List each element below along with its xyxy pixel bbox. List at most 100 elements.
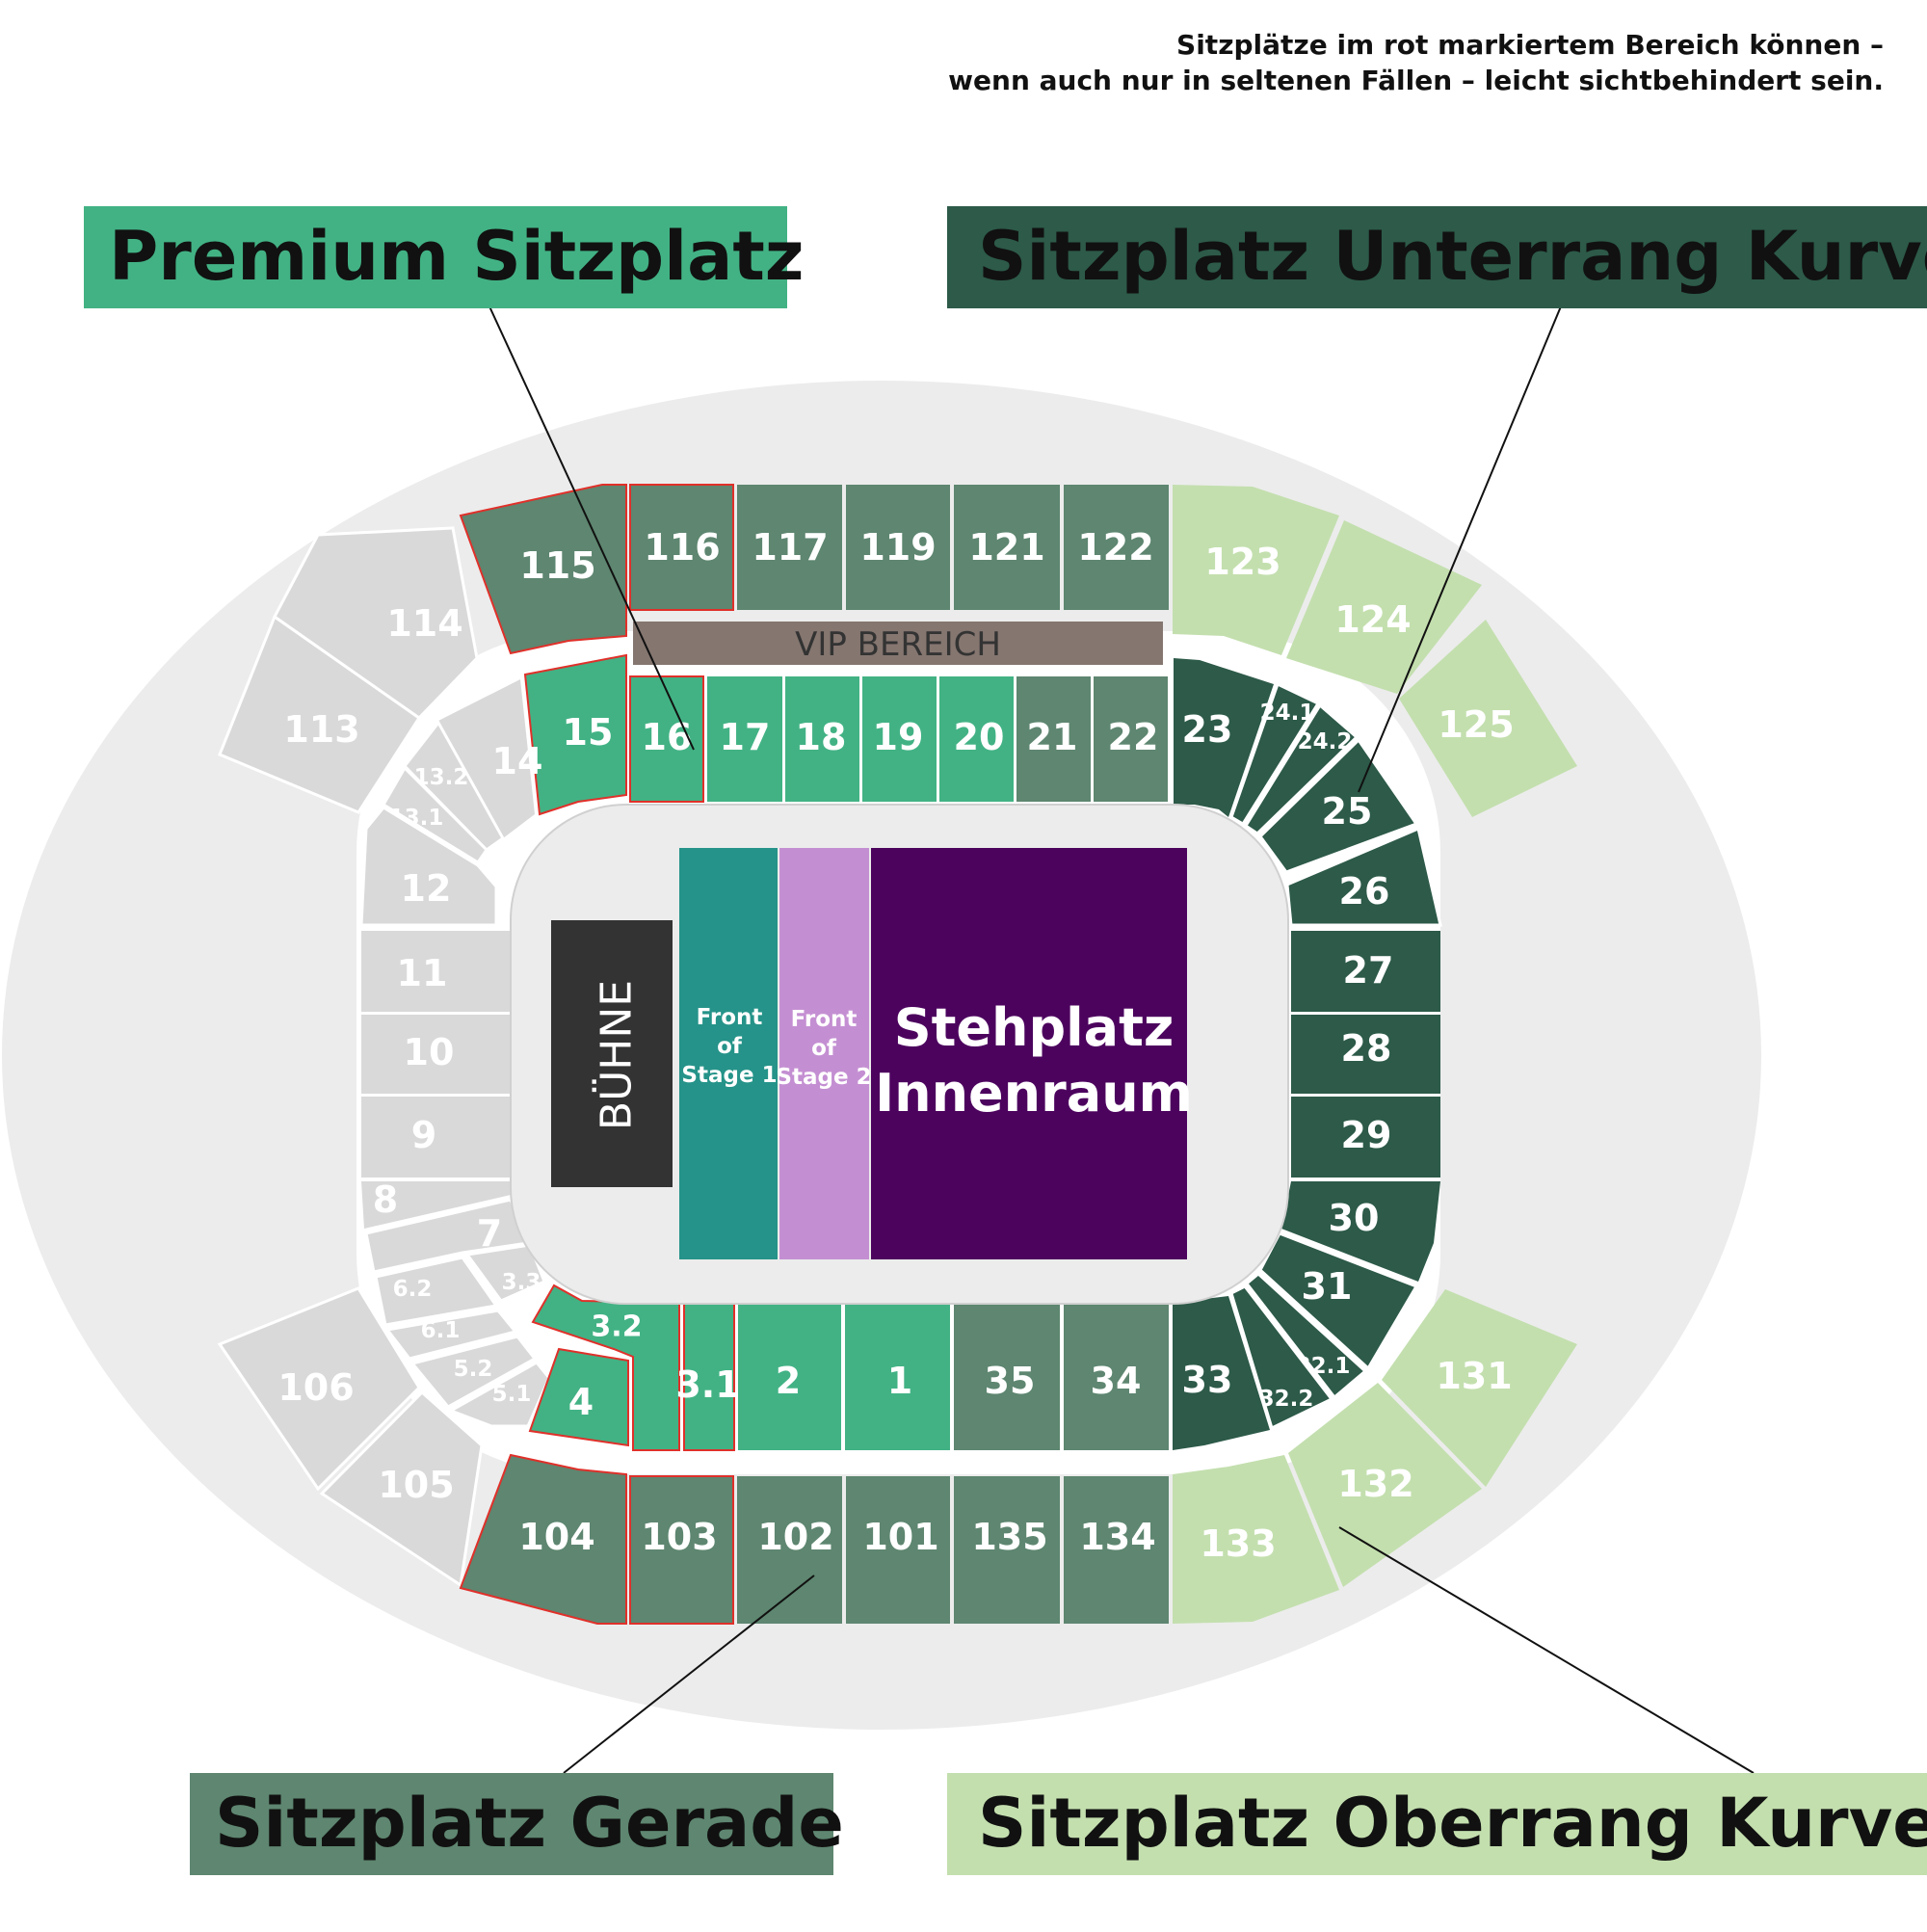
svg-text:102: 102 [757,1516,833,1558]
section-125[interactable]: 125 [1399,620,1577,817]
section-124[interactable]: 124 [1286,520,1482,694]
section-119[interactable]: 119 [846,485,950,610]
section-106[interactable]: 106 [217,1286,421,1492]
svg-text:119: 119 [859,526,936,569]
section-2[interactable]: 2 [738,1303,841,1450]
section-31[interactable]: 31 [1258,1231,1419,1371]
leader-unterrang [1358,305,1562,793]
section-15[interactable]: 15 [523,653,627,816]
svg-text:28: 28 [1341,1027,1392,1070]
section-101[interactable]: 101 [846,1476,950,1624]
section-34[interactable]: 34 [1064,1303,1169,1450]
svg-text:32.2: 32.2 [1259,1387,1314,1412]
section-23[interactable]: 23 [1174,658,1274,817]
section-17[interactable]: 17 [707,676,782,802]
section-5-1[interactable]: 5.1 [447,1361,551,1428]
section-24-2[interactable]: 24.2 [1243,702,1359,835]
section-14[interactable]: 14 [438,679,542,838]
front-of-stage-1[interactable]: Front of Stage 1 [679,848,778,1259]
svg-text:Front: Front [697,1005,763,1030]
section-3-2[interactable]: 3.2 [531,1284,680,1451]
section-104[interactable]: 104 [459,1453,627,1625]
leader-premium [488,305,695,751]
section-24-1[interactable]: 24.1 [1229,681,1321,827]
svg-text:of: of [811,1036,837,1061]
svg-text:1: 1 [887,1360,912,1402]
section-122[interactable]: 122 [1064,485,1169,610]
svg-text:33: 33 [1182,1359,1233,1401]
section-8[interactable]: 8 [361,1178,511,1229]
section-7[interactable]: 7 [364,1198,531,1274]
section-114[interactable]: 114 [273,526,479,720]
section-135[interactable]: 135 [954,1476,1060,1624]
svg-text:125: 125 [1438,703,1514,746]
front-of-stage-2[interactable]: Front of Stage 2 [776,848,872,1259]
svg-text:25: 25 [1322,790,1373,833]
section-102[interactable]: 102 [737,1476,842,1624]
section-117[interactable]: 117 [737,485,842,610]
section-103[interactable]: 103 [629,1475,734,1625]
svg-text:Stehplatz: Stehplatz [894,997,1175,1058]
section-16[interactable]: 16 [629,675,704,803]
section-1[interactable]: 1 [845,1303,950,1450]
section-132[interactable]: 132 [1288,1383,1482,1587]
section-22[interactable]: 22 [1094,676,1168,802]
section-5-2[interactable]: 5.2 [409,1335,538,1409]
svg-text:10: 10 [404,1031,455,1073]
svg-text:18: 18 [796,716,847,758]
section-32-2[interactable]: 32.2 [1229,1284,1334,1431]
section-105[interactable]: 105 [319,1389,484,1588]
svg-text:24.1: 24.1 [1260,701,1315,726]
section-3-3[interactable]: 3.3 [464,1243,546,1303]
svg-text:BÜHNE: BÜHNE [592,980,642,1130]
section-27[interactable]: 27 [1291,931,1440,1012]
section-9[interactable]: 9 [361,1097,511,1178]
svg-text:5.2: 5.2 [454,1357,493,1382]
svg-text:4: 4 [568,1381,594,1423]
svg-text:116: 116 [644,526,720,569]
svg-text:2: 2 [776,1360,801,1402]
section-21[interactable]: 21 [1016,676,1091,802]
section-133[interactable]: 133 [1173,1455,1339,1624]
section-12[interactable]: 12 [359,806,498,927]
svg-text:6.2: 6.2 [393,1277,433,1302]
legend-premium: Premium Sitzplatz [84,206,805,308]
section-29[interactable]: 29 [1291,1097,1440,1178]
section-131[interactable]: 131 [1382,1289,1577,1487]
svg-text:23: 23 [1182,708,1233,751]
svg-text:Front: Front [791,1007,858,1032]
stehplatz-innenraum[interactable]: Stehplatz Innenraum [871,848,1193,1259]
section-19[interactable]: 19 [862,676,937,802]
svg-text:Stage 1: Stage 1 [681,1063,777,1088]
section-11[interactable]: 11 [361,931,511,1012]
section-3-1[interactable]: 3.1 [675,1302,741,1451]
section-6-2[interactable]: 6.2 [374,1256,499,1327]
section-32-1[interactable]: 32.1 [1244,1272,1368,1400]
svg-text:26: 26 [1339,870,1390,913]
section-30[interactable]: 30 [1281,1181,1440,1282]
svg-text:106: 106 [277,1366,354,1409]
svg-text:29: 29 [1341,1114,1392,1156]
svg-text:Innenraum: Innenraum [875,1063,1193,1124]
section-35[interactable]: 35 [954,1303,1060,1450]
section-10[interactable]: 10 [361,1015,511,1094]
section-4[interactable]: 4 [528,1347,629,1447]
svg-text:16: 16 [642,716,693,758]
section-134[interactable]: 134 [1064,1476,1169,1624]
section-28[interactable]: 28 [1291,1015,1440,1094]
section-33[interactable]: 33 [1173,1296,1270,1450]
svg-text:of: of [717,1034,743,1059]
section-6-1[interactable]: 6.1 [384,1309,518,1361]
section-26[interactable]: 26 [1285,826,1442,927]
svg-text:8: 8 [373,1178,398,1221]
section-25[interactable]: 25 [1258,737,1419,874]
svg-text:7: 7 [477,1212,502,1255]
section-116[interactable]: 116 [629,484,734,611]
section-115[interactable]: 115 [459,484,627,655]
section-20[interactable]: 20 [939,676,1014,802]
section-18[interactable]: 18 [785,676,859,802]
section-123[interactable]: 123 [1173,485,1339,655]
section-121[interactable]: 121 [954,485,1060,610]
svg-text:5.1: 5.1 [492,1382,532,1407]
